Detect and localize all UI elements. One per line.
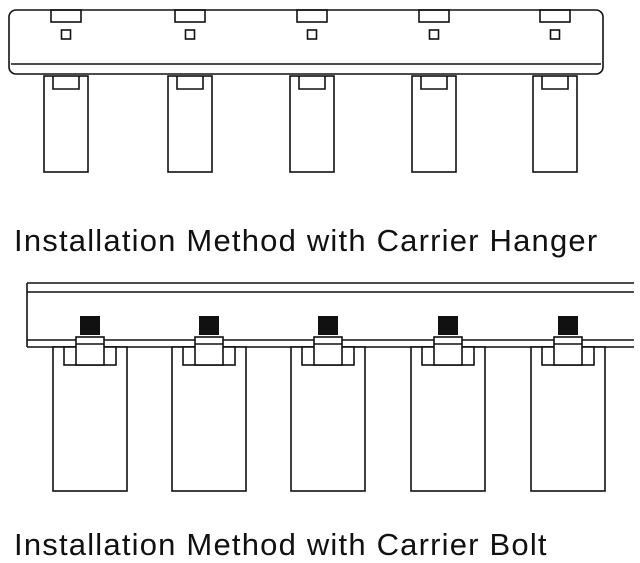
hanger-clip bbox=[296, 9, 328, 23]
hanger-slot bbox=[60, 29, 72, 40]
bolt-unit-2 bbox=[171, 316, 247, 492]
hanger-clip bbox=[50, 9, 82, 23]
hanger-slot bbox=[428, 29, 440, 40]
bolt-unit-4 bbox=[410, 316, 486, 492]
carrier-bolt-diagram bbox=[26, 282, 634, 492]
hanger-plate bbox=[43, 75, 89, 173]
bolt-clamp bbox=[194, 336, 224, 366]
hanger-plate bbox=[289, 75, 335, 173]
bolt-plate bbox=[290, 346, 366, 492]
hanger-clip bbox=[418, 9, 450, 23]
plate-notch bbox=[541, 76, 569, 90]
hanger-slot bbox=[549, 29, 561, 40]
bolt-plate bbox=[171, 346, 247, 492]
bolt-clamp bbox=[553, 336, 583, 366]
hanger-slot bbox=[184, 29, 196, 40]
hanger-plate bbox=[167, 75, 213, 173]
hanger-unit-1 bbox=[43, 9, 89, 173]
bolt-clamp bbox=[313, 336, 343, 366]
hanger-clip bbox=[174, 9, 206, 23]
plate-notch bbox=[298, 76, 326, 90]
hanger-unit-3 bbox=[289, 9, 335, 173]
hanger-plate bbox=[411, 75, 457, 173]
hanger-plate bbox=[532, 75, 578, 173]
plate-notch bbox=[420, 76, 448, 90]
bolt-plate bbox=[52, 346, 128, 492]
bolt-head bbox=[199, 316, 219, 335]
bolt-unit-3 bbox=[290, 316, 366, 492]
carrier-hanger-diagram bbox=[8, 9, 604, 173]
bolt-head bbox=[558, 316, 578, 335]
caption-carrier-bolt: Installation Method with Carrier Bolt bbox=[14, 527, 548, 562]
bolt-head bbox=[438, 316, 458, 335]
bolt-clamp bbox=[433, 336, 463, 366]
bolt-clamp bbox=[75, 336, 105, 366]
bolt-head bbox=[318, 316, 338, 335]
hanger-slot bbox=[306, 29, 318, 40]
bolt-plate bbox=[410, 346, 486, 492]
bolt-plate bbox=[530, 346, 606, 492]
hanger-unit-2 bbox=[167, 9, 213, 173]
plate-notch bbox=[176, 76, 204, 90]
bolt-unit-5 bbox=[530, 316, 606, 492]
hanger-unit-4 bbox=[411, 9, 457, 173]
bolt-head bbox=[80, 316, 100, 335]
hanger-unit-5 bbox=[532, 9, 578, 173]
plate-notch bbox=[52, 76, 80, 90]
bolt-unit-1 bbox=[52, 316, 128, 492]
caption-carrier-hanger: Installation Method with Carrier Hanger bbox=[14, 223, 599, 258]
hanger-clip bbox=[539, 9, 571, 23]
